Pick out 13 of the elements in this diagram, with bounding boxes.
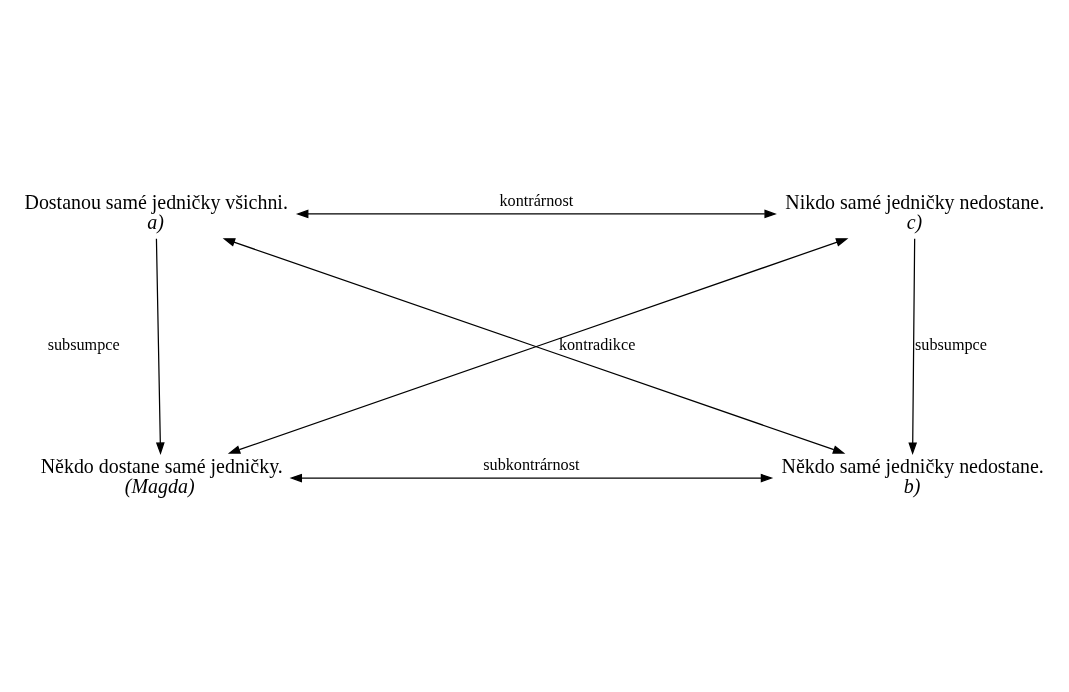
edge-label: subsumpce [47, 336, 120, 355]
edge-label: kontradikce [558, 336, 636, 355]
node-text: Nikdo samé jedničky nedostane. c) [785, 190, 1045, 233]
node-text: Někdo samé jedničky nedostane. b) [781, 454, 1044, 497]
node-text: Dostanou samé jedničky všichni. a) [24, 190, 288, 233]
arrow [155, 238, 165, 455]
edge-label: kontrárnost [499, 191, 574, 210]
arrow [295, 209, 777, 219]
arrow [289, 473, 774, 483]
edge-label: subsumpce [915, 336, 987, 355]
node-text: Někdo dostane samé jedničky. (Magda) [40, 454, 283, 497]
edge-label: subkontrárnost [483, 455, 580, 474]
arrow [908, 238, 918, 455]
